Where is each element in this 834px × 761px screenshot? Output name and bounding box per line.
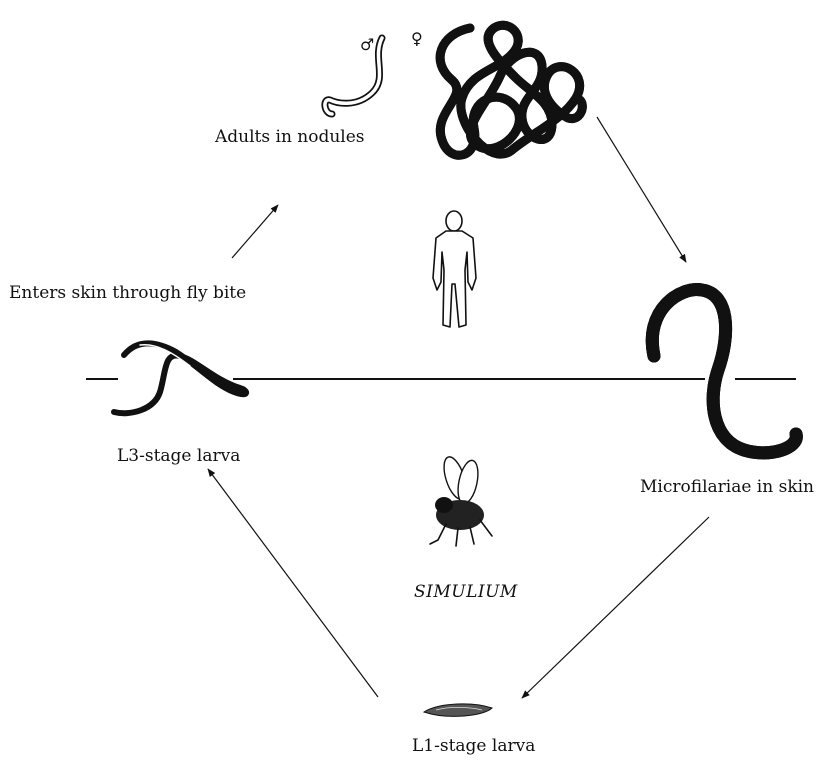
- enters-skin-label: Enters skin through fly bite: [9, 283, 246, 303]
- female-symbol: ♀: [411, 29, 423, 48]
- microfilariae-label: Microfilariae in skin: [640, 477, 814, 497]
- microfilaria-icon: [652, 290, 796, 453]
- fly-icon: [430, 454, 492, 546]
- female-worm-icon: [440, 25, 582, 155]
- male-symbol: ♂: [360, 35, 374, 54]
- human-figure-icon: [433, 211, 476, 327]
- adults-label: Adults in nodules: [215, 127, 365, 147]
- l3-larva-label: L3-stage larva: [117, 446, 240, 466]
- simulium-label: SIMULIUM: [414, 582, 518, 602]
- arrow-to-l3: [208, 469, 378, 697]
- arrow-to-adults: [232, 205, 278, 258]
- arrow-to-l1: [522, 517, 709, 698]
- l1-larva-icon: [424, 704, 492, 716]
- l3-larva-icon: [114, 343, 246, 413]
- l1-larva-label: L1-stage larva: [412, 736, 535, 756]
- arrow-to-microfilariae: [597, 117, 686, 262]
